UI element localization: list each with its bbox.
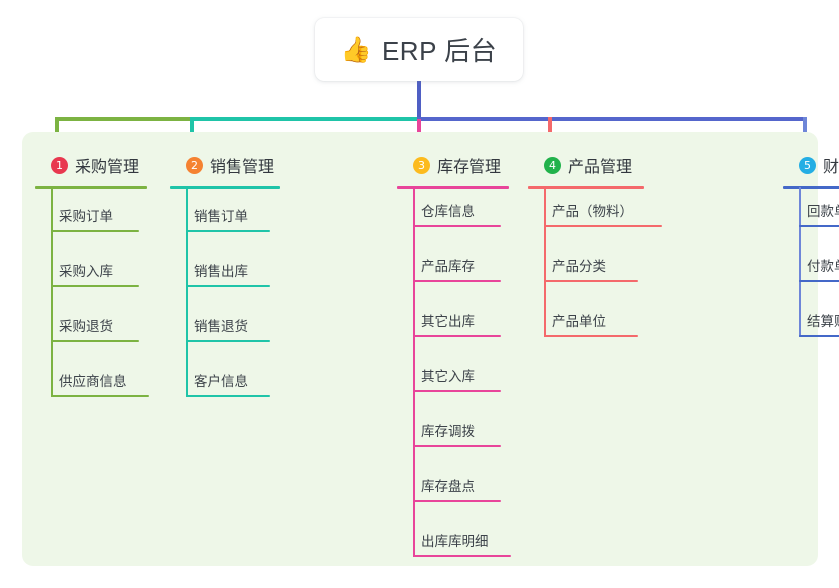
leaf-connector <box>413 447 415 502</box>
thumbs-up-icon: 👍 <box>340 36 372 64</box>
leaf-underline <box>413 500 501 502</box>
leaf-connector <box>413 282 415 337</box>
branch-underline-4 <box>528 186 644 189</box>
leaf-connector <box>413 502 415 557</box>
branch-header-1[interactable]: 1 采购管理 <box>35 146 139 184</box>
branch-column-3: 3 库存管理仓库信息产品库存其它出库其它入库库存调拨库存盘点出库库明细 <box>397 146 511 557</box>
root-node[interactable]: 👍 ERP 后台 <box>315 18 523 81</box>
leaf-label: 其它入库 <box>421 369 475 384</box>
leaf-underline <box>186 285 270 287</box>
leaf-label: 客户信息 <box>194 374 248 389</box>
branch-title-1: 采购管理 <box>75 159 140 176</box>
branch-header-2[interactable]: 2 销售管理 <box>170 146 274 184</box>
branch-badge-3: 3 <box>413 156 430 174</box>
leaf-underline <box>51 395 149 397</box>
leaf-underline <box>544 225 662 227</box>
branch-header-4[interactable]: 4 产品管理 <box>528 146 632 184</box>
leaf-label: 付款单 <box>807 259 839 274</box>
leaf-underline <box>186 395 270 397</box>
leaf-underline <box>544 335 638 337</box>
leaf-connector <box>544 282 546 337</box>
leaf-underline <box>799 280 839 282</box>
root-node-title: ERP 后台 <box>381 36 498 66</box>
branch-badge-1: 1 <box>51 156 68 174</box>
leaf-connector <box>413 392 415 447</box>
leaf-underline <box>413 280 501 282</box>
leaf-connector <box>413 227 415 282</box>
leaf-label: 回款单 <box>807 204 839 219</box>
leaf-label: 销售订单 <box>194 209 248 224</box>
leaf-connector <box>186 342 188 397</box>
leaf-label: 产品单位 <box>552 314 606 329</box>
branch-column-5: 5 财务管理回款单付款单结算账户 <box>783 146 839 337</box>
leaf-label: 产品库存 <box>421 259 475 274</box>
branch-header-5[interactable]: 5 财务管理 <box>783 146 839 184</box>
leaf-underline <box>544 280 638 282</box>
branch-badge-5: 5 <box>799 156 816 174</box>
leaf-connector <box>799 282 801 337</box>
leaf-connector <box>186 232 188 287</box>
branch-column-4: 4 产品管理产品（物料） 产品分类产品单位 <box>528 146 662 337</box>
leaf-underline <box>413 390 501 392</box>
leaf-connector <box>51 342 53 397</box>
branch-underline-3 <box>397 186 509 189</box>
branch-header-3[interactable]: 3 库存管理 <box>397 146 501 184</box>
leaf-underline <box>186 340 270 342</box>
leaf-underline <box>413 225 501 227</box>
leaf-connector <box>413 187 415 227</box>
leaf-label: 其它出库 <box>421 314 475 329</box>
leaf-underline <box>413 445 501 447</box>
leaf-underline <box>51 230 139 232</box>
leaf-connector <box>544 227 546 282</box>
branch-badge-2: 2 <box>186 156 203 174</box>
branch-title-5: 财务管理 <box>823 159 839 176</box>
leaf-underline <box>413 335 501 337</box>
leaf-label: 销售出库 <box>194 264 248 279</box>
leaf-connector <box>51 232 53 287</box>
leaf-connector <box>544 187 546 227</box>
leaf-label: 采购退货 <box>59 319 113 334</box>
branch-column-1: 1 采购管理采购订单采购入库采购退货供应商信息 <box>35 146 149 397</box>
leaf-connector <box>799 227 801 282</box>
leaf-label: 采购订单 <box>59 209 113 224</box>
leaf-label: 销售退货 <box>194 319 248 334</box>
branch-title-3: 库存管理 <box>437 159 502 176</box>
leaf-connector <box>413 337 415 392</box>
leaf-label: 供应商信息 <box>59 374 127 389</box>
leaf-underline <box>51 285 139 287</box>
leaf-label: 出库库明细 <box>421 534 489 549</box>
leaf-underline <box>799 335 839 337</box>
branch-underline-1 <box>35 186 147 189</box>
branch-column-2: 2 销售管理销售订单销售出库销售退货客户信息 <box>170 146 280 397</box>
branch-underline-5 <box>783 186 839 189</box>
leaf-label: 产品分类 <box>552 259 606 274</box>
diagram-panel <box>22 132 818 566</box>
leaf-underline <box>51 340 139 342</box>
branch-title-2: 销售管理 <box>210 159 275 176</box>
leaf-label: 仓库信息 <box>421 204 475 219</box>
leaf-label: 产品（物料） <box>552 204 633 219</box>
leaf-label: 采购入库 <box>59 264 113 279</box>
leaf-label: 结算账户 <box>807 314 839 329</box>
leaf-underline <box>413 555 511 557</box>
leaf-connector <box>51 287 53 342</box>
leaf-label: 库存盘点 <box>421 479 475 494</box>
leaf-connector <box>186 287 188 342</box>
branch-badge-4: 4 <box>544 156 561 174</box>
branch-title-4: 产品管理 <box>568 159 633 176</box>
leaf-underline <box>799 225 839 227</box>
leaf-label: 库存调拨 <box>421 424 475 439</box>
branch-underline-2 <box>170 186 280 189</box>
leaf-connector <box>186 187 188 232</box>
leaf-connector <box>799 187 801 227</box>
leaf-underline <box>186 230 270 232</box>
leaf-connector <box>51 187 53 232</box>
